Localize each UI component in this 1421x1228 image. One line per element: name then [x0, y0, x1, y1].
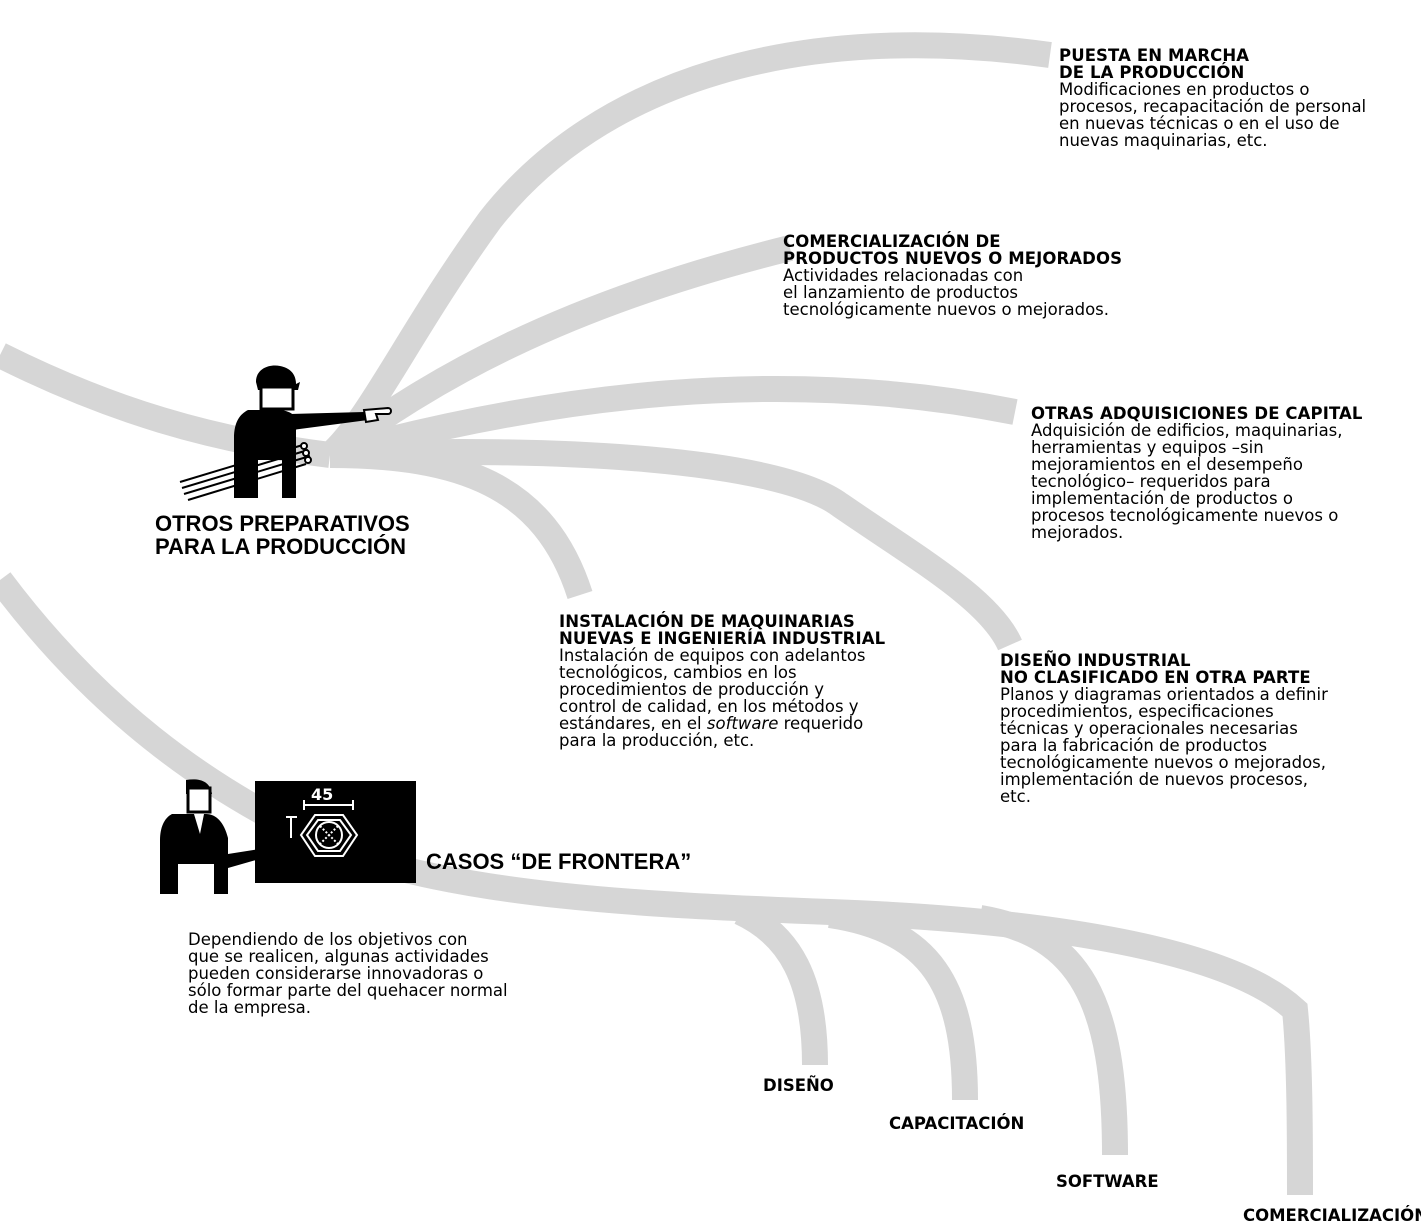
block-title: NO CLASIFICADO EN OTRA PARTE: [1000, 668, 1311, 687]
block-line: para la fabricación de productos: [1000, 736, 1268, 755]
block-puesta-en-marcha: PUESTA EN MARCHA DE LA PRODUCCIÓN Modifi…: [1059, 47, 1366, 149]
block-line: para la producción, etc.: [559, 731, 755, 750]
block-line: de la empresa.: [188, 998, 312, 1017]
branch-adquisiciones: [326, 375, 1018, 468]
heading-line: PARA LA PRODUCCIÓN: [155, 534, 406, 559]
branch-puesta: [321, 32, 1052, 465]
block-diseno-industrial: DISEÑO INDUSTRIAL NO CLASIFICADO EN OTRA…: [1000, 652, 1328, 805]
block-line: Planos y diagramas orientados a definir: [1000, 685, 1328, 704]
block-line: procesos tecnológicamente nuevos o: [1031, 506, 1339, 525]
block-title: PUESTA EN MARCHA: [1059, 46, 1250, 65]
block-line: nuevas maquinarias, etc.: [1059, 131, 1268, 150]
block-line: etc.: [1000, 787, 1031, 806]
technical-drawing-board: [255, 781, 416, 883]
block-line: el lanzamiento de productos: [783, 283, 1019, 302]
block-line: pueden considerarse innovadoras o: [188, 964, 484, 983]
block-line: mejorados.: [1031, 523, 1124, 542]
branch-diseno-industrial: [329, 439, 1022, 651]
block-line: tecnológicamente nuevos o mejorados,: [1000, 753, 1327, 772]
block-title: DE LA PRODUCCIÓN: [1059, 63, 1245, 82]
block-line: Modificaciones en productos o: [1059, 80, 1310, 99]
block-line: Actividades relacionadas con: [783, 266, 1024, 285]
branch-comercializacion: [322, 235, 794, 466]
board-dimension-label: 45: [311, 785, 334, 804]
heading-otros-preparativos: OTROS PREPARATIVOS PARA LA PRODUCCIÓN: [155, 512, 410, 558]
block-line: que se realicen, algunas actividades: [188, 947, 489, 966]
branch-diseno: [734, 900, 828, 1066]
block-line: Adquisición de edificios, maquinarias,: [1031, 421, 1343, 440]
block-frontera-description: Dependiendo de los objetivos con que se …: [188, 931, 508, 1016]
block-line: técnicas y operacionales necesarias: [1000, 719, 1298, 738]
block-line: tecnológicos, cambios en los: [559, 663, 797, 682]
block-title: NUEVAS E INGENIERÍA INDUSTRIAL: [559, 629, 886, 648]
block-line: procesos, recapacitación de personal: [1059, 97, 1367, 116]
block-instalacion: INSTALACIÓN DE MAQUINARIAS NUEVAS E INGE…: [559, 613, 885, 749]
block-title: COMERCIALIZACIÓN DE: [783, 232, 1001, 251]
block-title: INSTALACIÓN DE MAQUINARIAS: [559, 612, 855, 631]
line-text: requerido: [778, 714, 864, 733]
block-title: OTRAS ADQUISICIONES DE CAPITAL: [1031, 404, 1363, 423]
branch-software: [977, 905, 1128, 1156]
worker-with-pipes-icon: [179, 365, 392, 501]
block-line: procedimientos, especificaciones: [1000, 702, 1274, 721]
branch-instalacion: [329, 442, 593, 600]
branch-capacitacion: [827, 902, 978, 1101]
leaf-capacitacion: CAPACITACIÓN: [889, 1114, 1025, 1133]
block-otras-adquisiciones: OTRAS ADQUISICIONES DE CAPITAL Adquisici…: [1031, 405, 1363, 541]
leaf-diseno: DISEÑO: [763, 1076, 834, 1095]
block-comercializacion: COMERCIALIZACIÓN DE PRODUCTOS NUEVOS O M…: [783, 233, 1122, 318]
line-emphasis: software: [706, 714, 779, 733]
block-line: implementación de nuevos procesos,: [1000, 770, 1308, 789]
block-line: sólo formar parte del quehacer normal: [188, 981, 508, 1000]
leaf-software: SOFTWARE: [1056, 1172, 1159, 1191]
block-line: implementación de productos o: [1031, 489, 1293, 508]
block-title: PRODUCTOS NUEVOS O MEJORADOS: [783, 249, 1123, 268]
block-line: tecnológico– requeridos para: [1031, 472, 1271, 491]
block-line: Dependiendo de los objetivos con: [188, 930, 468, 949]
block-line: procedimientos de producción y: [559, 680, 825, 699]
block-line: estándares, en el software requerido: [559, 715, 885, 732]
heading-casos-de-frontera: CASOS “DE FRONTERA”: [426, 849, 692, 874]
block-line: herramientas y equipos –sin: [1031, 438, 1264, 457]
block-title: DISEÑO INDUSTRIAL: [1000, 651, 1191, 670]
leaf-comercializacion: COMERCIALIZACIÓN: [1243, 1206, 1421, 1225]
line-text: estándares, en el: [559, 714, 707, 733]
block-line: mejoramientos en el desempeño: [1031, 455, 1303, 474]
block-line: tecnológicamente nuevos o mejorados.: [783, 300, 1110, 319]
block-line: control de calidad, en los métodos y: [559, 697, 859, 716]
block-line: en nuevas técnicas o en el uso de: [1059, 114, 1340, 133]
heading-line: OTROS PREPARATIVOS: [155, 511, 410, 536]
block-line: Instalación de equipos con adelantos: [559, 646, 866, 665]
